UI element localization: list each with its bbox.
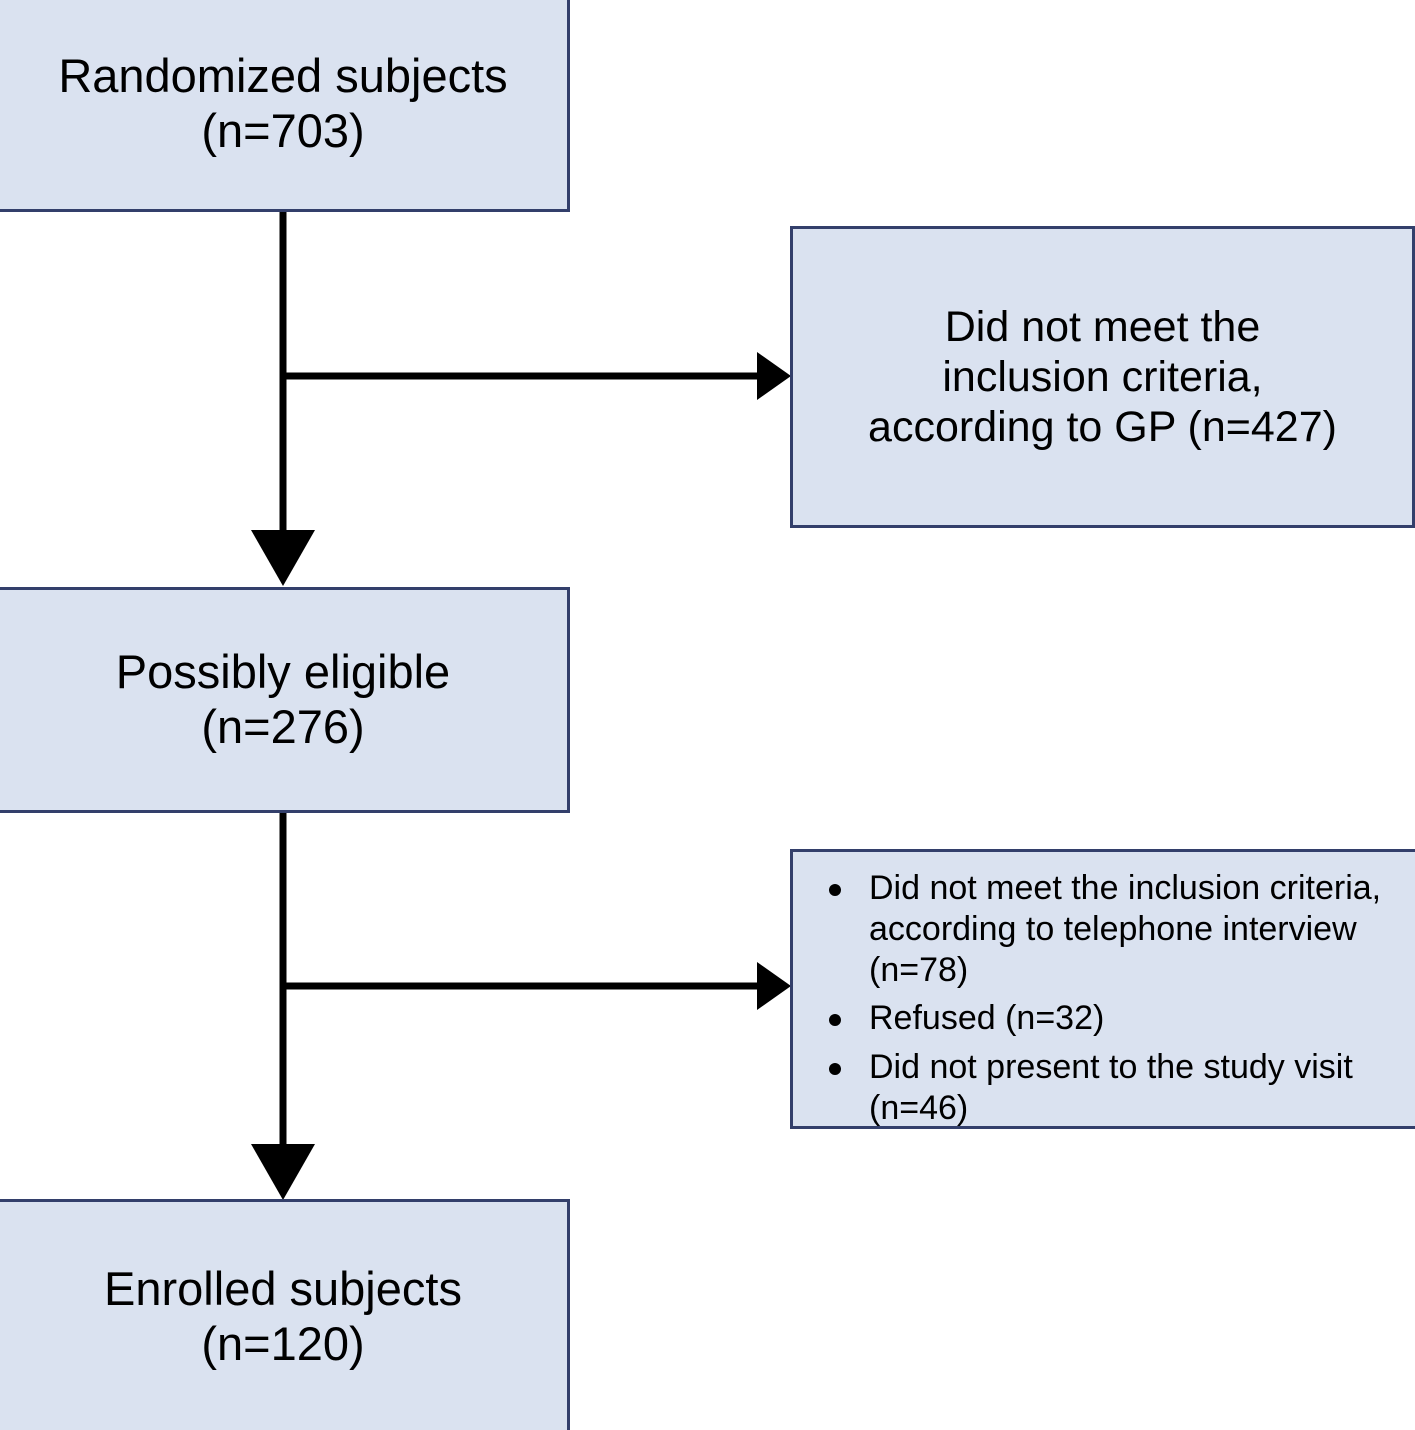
node-enrolled-line1: Enrolled subjects: [104, 1261, 462, 1315]
list-item: Refused (n=32): [807, 998, 1401, 1039]
bullet-icon: [829, 1014, 841, 1027]
node-excluded-gp: Did not meet the inclusion criteria, acc…: [790, 226, 1415, 528]
node-excluded-gp-line2: inclusion criteria,: [942, 352, 1263, 401]
edge-eligible-to-enrolled: [251, 812, 315, 1200]
list-item: Did not meet the inclusion criteria, acc…: [807, 868, 1401, 990]
node-randomized-line2: (n=703): [201, 104, 365, 157]
list-item-label: Did not present to the study visit (n=46…: [869, 1048, 1353, 1127]
node-eligible-line1: Possibly eligible: [115, 645, 451, 699]
edge-randomized-to-excluded-gp: [283, 352, 791, 400]
node-possibly-eligible: Possibly eligible (n=276): [0, 587, 570, 813]
node-randomized-line1: Randomized subjects: [58, 49, 508, 103]
list-item-label: Did not meet the inclusion criteria, acc…: [869, 869, 1382, 989]
node-enrolled-line2: (n=120): [201, 1316, 365, 1370]
list-item: Did not present to the study visit (n=46…: [807, 1047, 1401, 1129]
bullet-icon: [829, 884, 841, 896]
node-enrolled-subjects: Enrolled subjects (n=120): [0, 1199, 570, 1430]
excluded-reasons-list: Did not meet the inclusion criteria, acc…: [807, 868, 1401, 1129]
node-excluded-list: Did not meet the inclusion criteria, acc…: [790, 849, 1415, 1129]
node-excluded-gp-line3: according to GP (n=427): [868, 403, 1337, 452]
node-randomized-subjects: Randomized subjects (n=703): [0, 0, 570, 212]
list-item-label: Refused (n=32): [869, 999, 1105, 1038]
bullet-icon: [829, 1063, 841, 1076]
edge-randomized-to-eligible: [251, 211, 315, 586]
edge-eligible-to-excluded-list: [283, 962, 791, 1010]
node-eligible-line2: (n=276): [201, 700, 365, 753]
node-excluded-gp-line1: Did not meet the: [944, 302, 1261, 351]
